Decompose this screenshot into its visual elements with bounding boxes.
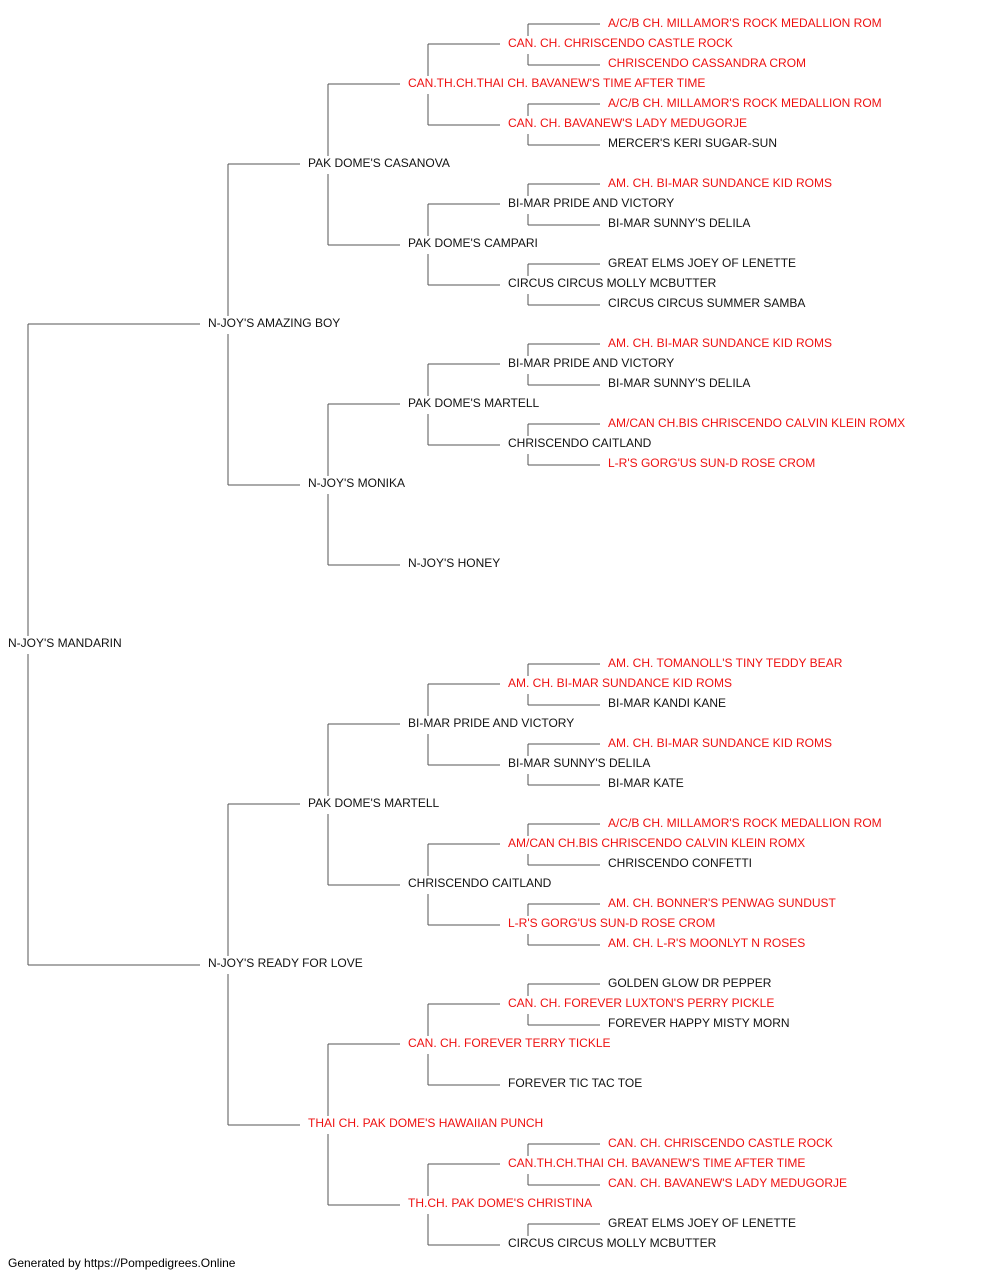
ancestor-name: CAN. CH. CHRISCENDO CASTLE ROCK: [608, 1136, 833, 1150]
ancestor-name: N-JOY'S MANDARIN: [8, 636, 122, 650]
ancestor-name: BI-MAR KANDI KANE: [608, 696, 726, 710]
ancestor-name: TH.CH. PAK DOME'S CHRISTINA: [408, 1196, 592, 1210]
ancestor-name: BI-MAR SUNNY'S DELILA: [508, 756, 650, 770]
ancestor-name: CAN. CH. CHRISCENDO CASTLE ROCK: [508, 36, 733, 50]
ancestor-name: CAN. CH. BAVANEW'S LADY MEDUGORJE: [508, 116, 747, 130]
ancestor-name: THAI CH. PAK DOME'S HAWAIIAN PUNCH: [308, 1116, 543, 1130]
ancestor-name: CHRISCENDO CONFETTI: [608, 856, 752, 870]
ancestor-name: CAN. CH. FOREVER TERRY TICKLE: [408, 1036, 611, 1050]
ancestor-name: BI-MAR SUNNY'S DELILA: [608, 216, 750, 230]
ancestor-name: N-JOY'S READY FOR LOVE: [208, 956, 363, 970]
ancestor-name: BI-MAR SUNNY'S DELILA: [608, 376, 750, 390]
ancestor-name: MERCER'S KERI SUGAR-SUN: [608, 136, 777, 150]
ancestor-name: AM. CH. TOMANOLL'S TINY TEDDY BEAR: [608, 656, 843, 670]
ancestor-name: CAN.TH.CH.THAI CH. BAVANEW'S TIME AFTER …: [408, 76, 705, 90]
ancestor-name: PAK DOME'S CASANOVA: [308, 156, 450, 170]
ancestor-name: GOLDEN GLOW DR PEPPER: [608, 976, 772, 990]
ancestor-name: N-JOY'S HONEY: [408, 556, 500, 570]
ancestor-name: GREAT ELMS JOEY OF LENETTE: [608, 1216, 796, 1230]
ancestor-name: A/C/B CH. MILLAMOR'S ROCK MEDALLION ROM: [608, 16, 882, 30]
ancestor-name: L-R'S GORG'US SUN-D ROSE CROM: [608, 456, 815, 470]
ancestor-name: GREAT ELMS JOEY OF LENETTE: [608, 256, 796, 270]
generated-by-footer: Generated by https://Pompedigrees.Online: [8, 1256, 236, 1270]
ancestor-name: CIRCUS CIRCUS SUMMER SAMBA: [608, 296, 805, 310]
ancestor-name: CAN. CH. BAVANEW'S LADY MEDUGORJE: [608, 1176, 847, 1190]
ancestor-name: PAK DOME'S MARTELL: [408, 396, 540, 410]
ancestor-name: AM. CH. BI-MAR SUNDANCE KID ROMS: [508, 676, 732, 690]
pedigree-tree: N-JOY'S MANDARIN N-JOY'S AMAZING BOY PAK D…: [8, 16, 905, 1250]
ancestor-name: PAK DOME'S CAMPARI: [408, 236, 538, 250]
ancestor-name: A/C/B CH. MILLAMOR'S ROCK MEDALLION ROM: [608, 816, 882, 830]
ancestor-name: BI-MAR KATE: [608, 776, 684, 790]
ancestor-name: BI-MAR PRIDE AND VICTORY: [508, 356, 674, 370]
ancestor-name: FOREVER HAPPY MISTY MORN: [608, 1016, 790, 1030]
ancestor-name: CHRISCENDO CAITLAND: [508, 436, 652, 450]
ancestor-name: AM. CH. BONNER'S PENWAG SUNDUST: [608, 896, 837, 910]
ancestor-name: AM. CH. BI-MAR SUNDANCE KID ROMS: [608, 736, 832, 750]
ancestor-name: CIRCUS CIRCUS MOLLY MCBUTTER: [508, 1236, 717, 1250]
ancestor-name: CHRISCENDO CAITLAND: [408, 876, 552, 890]
ancestor-name: N-JOY'S MONIKA: [308, 476, 405, 490]
ancestor-name: N-JOY'S AMAZING BOY: [208, 316, 340, 330]
ancestor-name: AM. CH. BI-MAR SUNDANCE KID ROMS: [608, 176, 832, 190]
ancestor-name: AM/CAN CH.BIS CHRISCENDO CALVIN KLEIN RO…: [608, 416, 905, 430]
ancestor-name: BI-MAR PRIDE AND VICTORY: [508, 196, 674, 210]
ancestor-name: BI-MAR PRIDE AND VICTORY: [408, 716, 574, 730]
ancestor-name: AM. CH. L-R'S MOONLYT N ROSES: [608, 936, 805, 950]
ancestor-name: A/C/B CH. MILLAMOR'S ROCK MEDALLION ROM: [608, 96, 882, 110]
ancestor-name: PAK DOME'S MARTELL: [308, 796, 440, 810]
ancestor-name: AM. CH. BI-MAR SUNDANCE KID ROMS: [608, 336, 832, 350]
ancestor-name: CIRCUS CIRCUS MOLLY MCBUTTER: [508, 276, 717, 290]
ancestor-name: CAN. CH. FOREVER LUXTON'S PERRY PICKLE: [508, 996, 774, 1010]
ancestor-name: L-R'S GORG'US SUN-D ROSE CROM: [508, 916, 715, 930]
ancestor-name: AM/CAN CH.BIS CHRISCENDO CALVIN KLEIN RO…: [508, 836, 805, 850]
ancestor-name: CAN.TH.CH.THAI CH. BAVANEW'S TIME AFTER …: [508, 1156, 805, 1170]
ancestor-name: FOREVER TIC TAC TOE: [508, 1076, 642, 1090]
ancestor-name: CHRISCENDO CASSANDRA CROM: [608, 56, 806, 70]
